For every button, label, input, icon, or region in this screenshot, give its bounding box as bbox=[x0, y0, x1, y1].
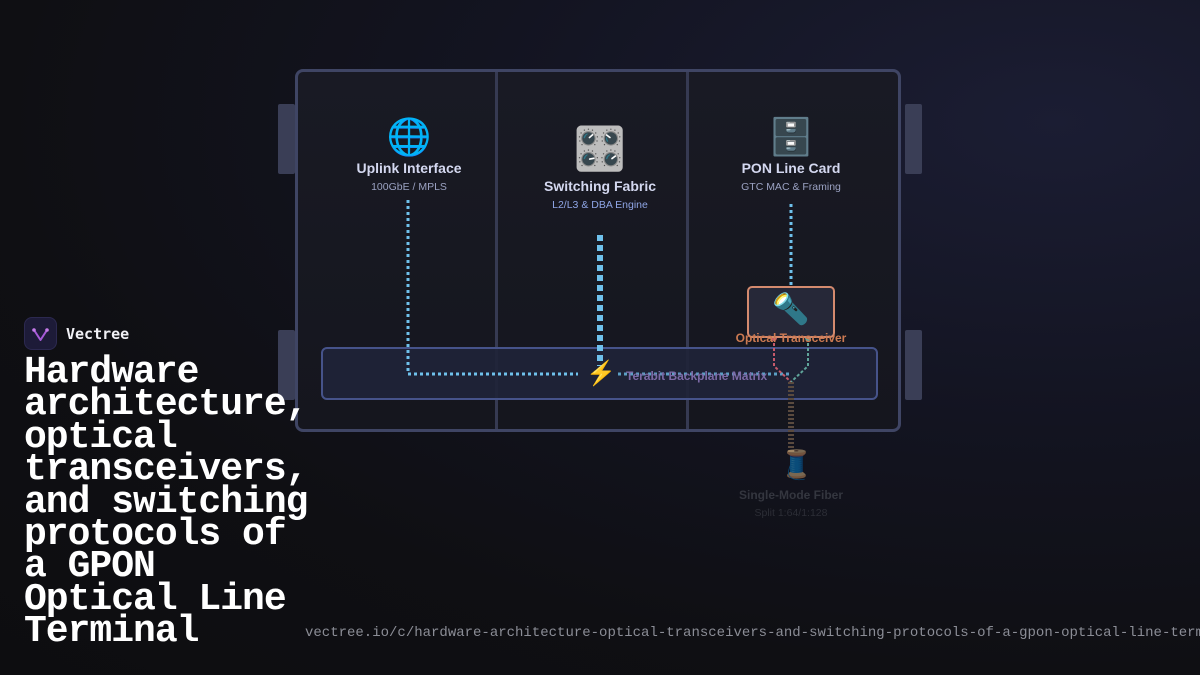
control-knobs-icon: 🎛️ bbox=[573, 125, 627, 172]
slot-divider bbox=[686, 72, 689, 429]
file-cabinet-icon: 🗄️ bbox=[768, 116, 814, 157]
module-subtitle: L2/L3 & DBA Engine bbox=[552, 199, 648, 211]
rack-ear-bottom-right bbox=[905, 330, 922, 400]
uplink-to-backplane-link bbox=[406, 200, 578, 376]
module-subtitle: 100GbE / MPLS bbox=[371, 181, 447, 193]
rack-ear-top-left bbox=[278, 104, 295, 174]
globe-icon: 🌐 bbox=[386, 116, 432, 157]
module-title: Uplink Interface bbox=[356, 160, 462, 176]
module-title: Switching Fabric bbox=[543, 178, 656, 194]
transceiver-label: Optical Transceiver bbox=[735, 331, 847, 345]
pon-line-card-module[interactable]: 🗄️ PON Line Card GTC MAC & Framing bbox=[711, 116, 871, 193]
brand[interactable]: Vectree bbox=[24, 317, 129, 350]
module-title: PON Line Card bbox=[741, 160, 841, 176]
brand-name: Vectree bbox=[66, 324, 130, 343]
flashlight-icon: 🔦 bbox=[772, 293, 810, 326]
rx-fiber bbox=[790, 338, 809, 383]
rack-ear-bottom-left bbox=[278, 330, 295, 400]
thread-spool-icon: 🧵 bbox=[779, 449, 814, 480]
module-subtitle: GTC MAC & Framing bbox=[741, 181, 841, 193]
terabit-backplane[interactable] bbox=[321, 347, 878, 400]
uplink-interface-module[interactable]: 🌐 Uplink Interface 100GbE / MPLS bbox=[329, 116, 489, 193]
fiber-label: Single-Mode Fiber bbox=[738, 488, 843, 502]
backplane-label: Terabit Backplane Matrix bbox=[626, 369, 768, 383]
vectree-logo-icon bbox=[24, 317, 57, 350]
rack-ear-top-right bbox=[905, 104, 922, 174]
tx-fiber bbox=[773, 338, 792, 383]
slot-divider bbox=[495, 72, 498, 429]
page-title: Hardware architecture, optical transceiv… bbox=[24, 351, 308, 654]
fiber-subtitle: Split 1:64/1:128 bbox=[754, 507, 828, 519]
optical-transceiver[interactable]: 🔦 bbox=[747, 286, 835, 338]
switching-fabric-module[interactable]: 🎛️ Switching Fabric L2/L3 & DBA Engine bbox=[515, 124, 685, 211]
lightning-icon: ⚡ bbox=[586, 360, 616, 387]
source-url[interactable]: vectree.io/c/hardware-architecture-optic… bbox=[305, 625, 1200, 641]
